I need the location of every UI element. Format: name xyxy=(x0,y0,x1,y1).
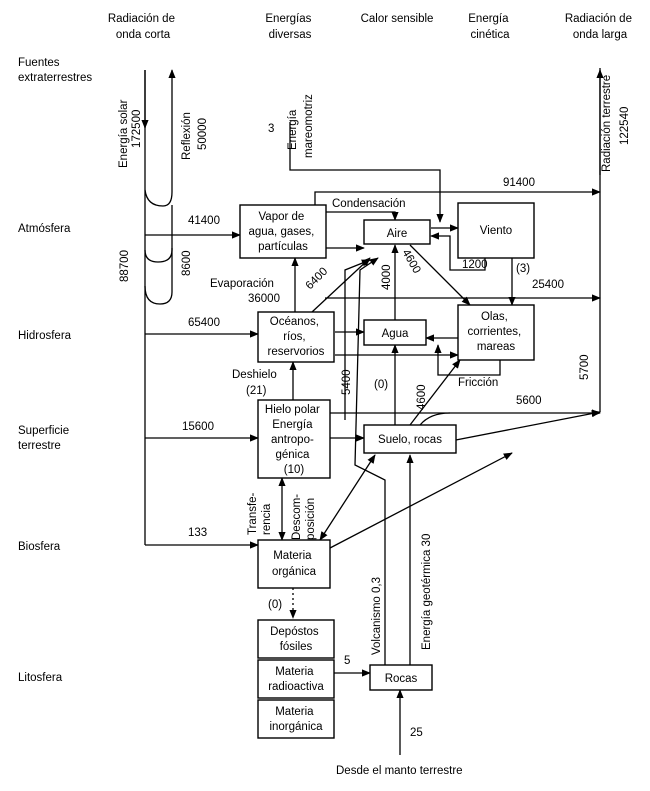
label-36000: 36000 xyxy=(248,293,280,305)
label-25: 25 xyxy=(410,727,423,739)
label-mareomotriz-2: mareomotriz xyxy=(303,94,315,158)
label-solar: Energía solar xyxy=(118,99,130,168)
col-header-sensible: Calor sensible xyxy=(361,13,434,25)
label-terrestre-value: 122540 xyxy=(619,107,631,145)
box-agua: Agua xyxy=(363,319,427,346)
label-terrestre: Radiación terrestre xyxy=(601,75,613,172)
label-21: (21) xyxy=(246,385,267,397)
flow-lines xyxy=(141,68,604,755)
label-5600: 5600 xyxy=(516,395,542,407)
box-vapor: Vapor de agua, gases, partículas xyxy=(239,204,327,259)
svg-text:Materia inorgánica: Materia inorgánica xyxy=(269,706,323,733)
label-5700: 5700 xyxy=(579,354,591,380)
box-depositos: Depóstos fósiles xyxy=(257,619,335,659)
label-reflexion-value: 50000 xyxy=(197,118,209,150)
box-viento: Viento xyxy=(457,202,535,259)
label-4000: 4000 xyxy=(381,264,393,290)
box-aire: Aire xyxy=(363,219,431,245)
row-label-hydrosphere: Hidrosfera xyxy=(18,330,72,342)
label-25400: 25400 xyxy=(532,279,564,291)
arrow-suelo-materia xyxy=(319,454,376,541)
arrow-6400 xyxy=(311,257,371,313)
svg-text:Aire: Aire xyxy=(387,228,407,240)
box-inorganica: Materia inorgánica xyxy=(257,699,335,739)
arrow-1200 xyxy=(430,232,486,271)
reflection-loop-inner xyxy=(144,248,173,305)
box-materia-organica: Materia orgánica xyxy=(257,539,331,589)
label-8600: 8600 xyxy=(181,250,193,276)
label-91400: 91400 xyxy=(503,177,535,189)
label-65400: 65400 xyxy=(188,317,220,329)
row-label-sources: Fuentes extraterrestres xyxy=(18,57,92,84)
arrow-91400 xyxy=(314,188,601,205)
label-3: (3) xyxy=(516,263,530,275)
svg-text:Rocas: Rocas xyxy=(385,673,418,685)
box-suelo: Suelo, rocas xyxy=(363,424,457,454)
box-radioactiva: Materia radioactiva xyxy=(257,659,335,699)
label-6400: 6400 xyxy=(304,266,331,293)
col-header-longwave: Radiación de onda larga xyxy=(565,13,635,41)
arrow-suelo-loop xyxy=(419,412,451,426)
reflection-loop-mid xyxy=(144,205,173,263)
box-oceanos: Océanos, ríos, reservorios xyxy=(257,311,335,363)
svg-text:Olas, corrientes,: Olas, corrientes, mareas xyxy=(468,311,525,353)
label-volcanismo: Volcanismo 0,3 xyxy=(371,577,383,655)
row-label-biosphere: Biosfera xyxy=(18,541,61,553)
col-header-kinetic: Energía cinética xyxy=(468,13,511,41)
arrow-4600-lower xyxy=(409,359,461,426)
row-label-lithosphere: Litosfera xyxy=(18,672,63,684)
label-solar-value: 172500 xyxy=(131,110,143,148)
svg-text:Materia radioactiva: Materia radioactiva xyxy=(268,666,324,693)
label-mareomotriz: Energía xyxy=(287,109,299,150)
label-0-dotted: (0) xyxy=(268,599,282,611)
label-manto: Desde el manto terrestre xyxy=(336,765,463,777)
label-41400: 41400 xyxy=(188,215,220,227)
arrow-volcanismo xyxy=(354,257,386,665)
svg-text:Vapor de agua, gases,: Vapor de agua, gases, partículas xyxy=(248,211,317,253)
label-4600-lower: 4600 xyxy=(416,384,428,410)
svg-text:Suelo, rocas: Suelo, rocas xyxy=(378,434,442,446)
col-header-shortwave: Radiación de onda corta xyxy=(108,13,178,41)
label-condensacion: Condensación xyxy=(332,198,406,210)
arrow-5700 xyxy=(429,409,601,446)
label-descomposicion: Descom- posición xyxy=(291,491,317,540)
label-5400: 5400 xyxy=(341,369,353,395)
reflection-loop-outer xyxy=(144,69,176,207)
arrow-friccion xyxy=(434,344,501,376)
svg-text:Viento: Viento xyxy=(480,225,512,237)
label-friccion: Fricción xyxy=(458,377,498,389)
label-mareomotriz-value: 3 xyxy=(268,123,274,135)
svg-text:Agua: Agua xyxy=(382,328,409,340)
label-5: 5 xyxy=(344,655,350,667)
arrow-4600-upper xyxy=(409,244,471,306)
label-geotermica: Energía geotérmica 30 xyxy=(421,534,433,650)
box-olas: Olas, corrientes, mareas xyxy=(457,304,535,361)
svg-text:Depóstos fósiles: Depóstos fósiles xyxy=(270,626,322,653)
tidal-arrow xyxy=(289,122,444,223)
label-transferencia: Transfe- rencia xyxy=(247,489,273,535)
label-deshielo: Deshielo xyxy=(232,369,277,381)
svg-text:Hielo polar Energía: Hielo polar Energía antropo- génica (10) xyxy=(265,404,323,476)
box-hielo: Hielo polar Energía antropo- génica (10) xyxy=(257,399,331,479)
label-4600-upper: 4600 xyxy=(399,248,422,276)
col-header-diverse: Energías diversas xyxy=(265,13,314,41)
arrow-5400 xyxy=(344,259,371,420)
row-label-atmosphere: Atmósfera xyxy=(18,223,71,235)
label-0-suelo-agua: (0) xyxy=(374,379,388,391)
svg-text:Océanos, ríos, res: Océanos, ríos, reservorios xyxy=(268,316,325,358)
label-evaporacion: Evaporación xyxy=(210,278,274,290)
svg-text:Materia orgánica: Materia orgánica xyxy=(272,550,317,578)
label-1200: 1200 xyxy=(462,259,488,271)
label-reflexion: Reflexión xyxy=(181,112,193,160)
row-label-surface: Superficie terrestre xyxy=(18,425,72,452)
label-133: 133 xyxy=(188,527,207,539)
label-88700: 88700 xyxy=(119,250,131,282)
label-15600: 15600 xyxy=(182,421,214,433)
box-rocas: Rocas xyxy=(369,664,433,691)
